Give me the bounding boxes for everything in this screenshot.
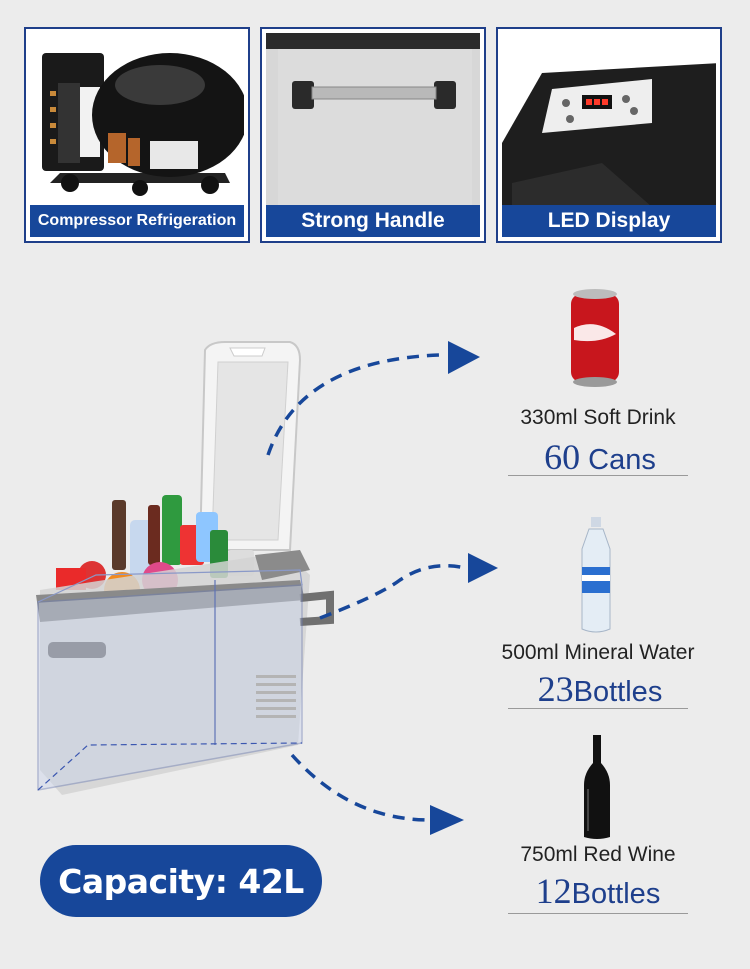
- count-unit: Cans: [588, 444, 656, 476]
- count-value: 60: [544, 437, 581, 477]
- divider-line: [508, 913, 688, 914]
- led-display-image: [502, 33, 716, 207]
- water-bottle-icon: [581, 517, 611, 633]
- soda-can-icon: [571, 289, 619, 387]
- count-unit: Bottles: [571, 878, 661, 910]
- capacity-badge: Capacity: 42L: [40, 845, 322, 917]
- arrow-head-icon: [448, 341, 480, 374]
- feature-caption: Compressor Refrigeration: [30, 205, 244, 237]
- count-value: 12: [535, 871, 572, 911]
- feature-caption: LED Display: [502, 205, 716, 237]
- item-count-red-wine: 12Bottles: [503, 870, 693, 912]
- fridge-illustration: [36, 341, 498, 835]
- count-unit: Bottles: [573, 676, 663, 708]
- divider-line: [508, 708, 688, 709]
- feature-caption: Strong Handle: [266, 205, 480, 237]
- arrow-head-icon: [430, 805, 464, 835]
- item-label-mineral-water: 500ml Mineral Water: [501, 641, 695, 664]
- compressor-image: [30, 33, 244, 207]
- count-value: 23: [537, 669, 574, 709]
- arrow-head-icon: [468, 553, 498, 583]
- divider-line: [508, 475, 688, 476]
- item-label-red-wine: 750ml Red Wine: [520, 843, 676, 866]
- handle-image: [266, 33, 480, 207]
- item-label-soft-drink: 330ml Soft Drink: [520, 406, 676, 429]
- feature-card-handle: Strong Handle: [260, 27, 486, 243]
- wine-bottle-icon: [584, 735, 610, 839]
- item-count-soft-drink: 60 Cans: [505, 436, 695, 478]
- feature-card-display: LED Display: [496, 27, 722, 243]
- feature-card-compressor: Compressor Refrigeration: [24, 27, 250, 243]
- item-count-mineral-water: 23Bottles: [505, 668, 695, 710]
